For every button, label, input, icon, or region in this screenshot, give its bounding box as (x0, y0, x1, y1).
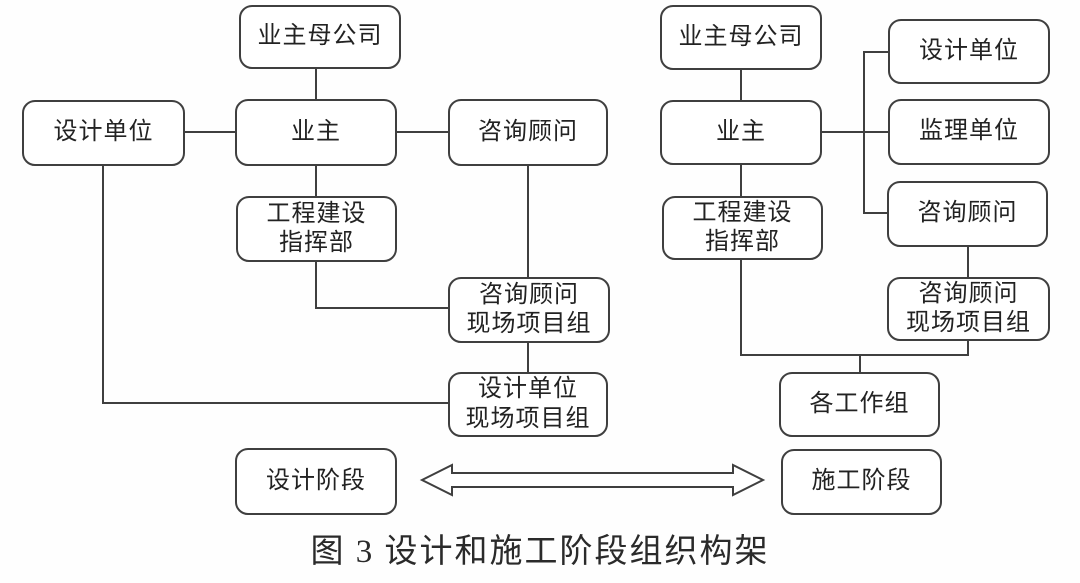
connector-left-owner-to-hq (315, 166, 317, 196)
design-phase-owner-parent-box: 业主母公司 (239, 5, 401, 69)
connector-right-siteteam-to-bus (967, 340, 969, 356)
connector-left-owner-to-consultant (397, 131, 448, 133)
connector-left-hq-down (315, 262, 317, 309)
connector-right-consultant-to-siteteam (967, 247, 969, 277)
connector-right-owner-to-hq (740, 165, 742, 196)
construction-phase-consultant-site-team-box: 咨询顾问 现场项目组 (887, 277, 1050, 341)
connector-right-hq-down (740, 260, 742, 356)
design-phase-consultant-site-team-box: 咨询顾问 现场项目组 (448, 277, 610, 343)
design-phase-label-box: 设计阶段 (235, 448, 397, 515)
connector-right-branch-to-consultant (863, 212, 888, 214)
connector-right-parent-to-owner (740, 70, 742, 100)
construction-phase-supervision-unit-box: 监理单位 (888, 99, 1050, 165)
construction-phase-owner-box: 业主 (660, 100, 822, 165)
connector-left-designunit-to-designsite (102, 402, 448, 404)
connector-left-parent-to-owner (315, 68, 317, 99)
construction-phase-label-box: 施工阶段 (781, 449, 942, 515)
design-phase-design-unit-box: 设计单位 (22, 100, 185, 166)
connector-right-branch-trunk (863, 51, 865, 214)
phase-transition-double-arrow (419, 463, 766, 497)
design-phase-construction-hq-box: 工程建设 指挥部 (236, 196, 397, 262)
construction-phase-work-groups-box: 各工作组 (779, 372, 940, 437)
design-phase-owner-box: 业主 (235, 99, 397, 166)
construction-phase-consultant-box: 咨询顾问 (887, 181, 1048, 247)
figure-caption: 图 3 设计和施工阶段组织构架 (310, 534, 770, 570)
connector-left-consultant-to-siteteam (527, 166, 529, 277)
connector-left-hq-to-consultant-site (315, 307, 448, 309)
connector-left-consultantsite-to-designsite (527, 343, 529, 372)
design-phase-consultant-box: 咨询顾问 (448, 99, 608, 166)
connector-left-designunit-to-owner (185, 131, 235, 133)
construction-phase-construction-hq-box: 工程建设 指挥部 (662, 196, 823, 260)
connector-right-bus-to-workgroups (859, 354, 861, 373)
design-phase-design-site-team-box: 设计单位 现场项目组 (448, 372, 608, 437)
connector-right-bottom-bus (740, 354, 969, 356)
construction-phase-owner-parent-box: 业主母公司 (660, 5, 822, 70)
connector-right-owner-to-supervision (822, 131, 888, 133)
construction-phase-design-unit-box: 设计单位 (888, 19, 1050, 84)
connector-left-designunit-down (102, 166, 104, 404)
connector-right-branch-to-designunit (863, 51, 888, 53)
